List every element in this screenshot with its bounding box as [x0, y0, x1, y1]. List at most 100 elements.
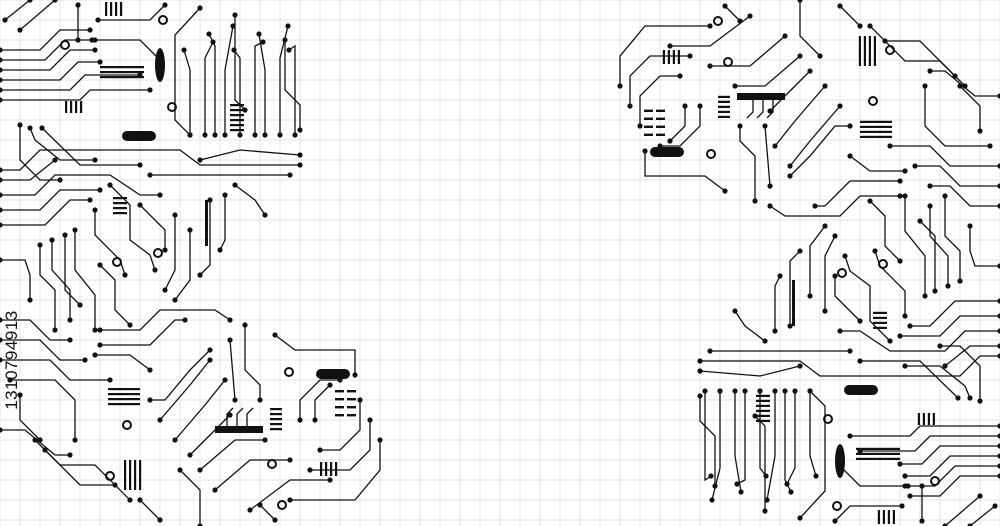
circuit-trace	[789, 125, 850, 177]
trace-pad	[967, 395, 973, 401]
trace-pad	[952, 73, 958, 79]
trace-pad	[0, 192, 3, 198]
circuit-trace	[930, 185, 1000, 207]
trace-pad	[327, 477, 333, 483]
trace-pad	[72, 437, 78, 443]
circuit-trace	[174, 7, 201, 136]
circuit-trace	[910, 300, 1000, 327]
trace-pad	[734, 481, 740, 487]
circuit-trace	[774, 85, 826, 147]
trace-pad	[7, 377, 13, 383]
circuit-trace	[736, 391, 746, 485]
via-ring	[158, 15, 168, 25]
circuit-trace	[19, 395, 41, 441]
circuit-trace	[734, 391, 742, 493]
trace-pad	[813, 473, 819, 479]
trace-pad	[257, 397, 263, 403]
circuit-trace	[711, 391, 721, 501]
trace-pad	[937, 343, 943, 349]
trace-pad	[977, 128, 983, 134]
trace-pad	[997, 203, 1000, 209]
trace-pad	[67, 337, 73, 343]
pin-dashes	[347, 414, 356, 417]
circuit-trace	[774, 275, 781, 331]
pin-bars	[100, 66, 144, 69]
circuit-trace	[64, 235, 81, 306]
pin-bars	[887, 510, 890, 524]
pin-bars	[858, 36, 861, 66]
circuit-trace	[840, 330, 1000, 352]
circuit-trace	[229, 339, 236, 401]
circuit-trace	[100, 319, 185, 346]
trace-pad	[256, 31, 262, 37]
chip-bar	[737, 93, 785, 100]
circuit-trace	[699, 396, 716, 486]
trace-pad	[732, 83, 738, 89]
trace-pad	[75, 37, 81, 43]
trace-pad	[207, 347, 213, 353]
pin-dashes	[644, 125, 653, 128]
pin-bars	[124, 460, 127, 490]
trace-pad	[857, 318, 863, 324]
circuit-trace	[290, 440, 381, 501]
trace-pad	[297, 162, 303, 168]
circuit-trace	[99, 264, 131, 326]
trace-pad	[0, 207, 3, 213]
circuit-trace	[660, 106, 701, 147]
trace-pad	[312, 417, 318, 423]
circuit-trace	[0, 189, 100, 211]
circuit-trace	[710, 35, 786, 67]
trace-pad	[738, 489, 744, 495]
pin-bars	[108, 398, 140, 401]
circuit-trace	[234, 15, 246, 111]
trace-pad	[187, 227, 193, 233]
trace-pad	[902, 363, 908, 369]
circuit-trace	[4, 0, 31, 21]
pin-bars	[325, 462, 328, 476]
trace-pad	[752, 413, 758, 419]
circuit-trace	[258, 33, 266, 135]
trace-pad	[212, 132, 218, 138]
circuit-trace	[95, 39, 161, 61]
circuit-trace	[799, 390, 826, 519]
trace-pad	[987, 143, 993, 149]
circuit-trace	[639, 75, 680, 126]
circuit-trace	[915, 165, 1000, 187]
trace-pad	[697, 103, 703, 109]
trace-pad	[242, 322, 248, 328]
circuit-trace	[199, 149, 301, 161]
trace-pad	[747, 13, 753, 19]
trace-pad	[172, 437, 178, 443]
trace-pad	[262, 212, 268, 218]
trace-pad	[52, 327, 58, 333]
trace-pad	[206, 31, 212, 37]
trace-pad	[717, 388, 723, 394]
pin-bars	[667, 50, 670, 64]
circuit-trace	[839, 5, 861, 27]
trace-pad	[72, 227, 78, 233]
via-ring	[868, 96, 878, 106]
circuit-trace	[0, 319, 70, 341]
pin-bars	[100, 76, 144, 79]
pin-bars	[860, 125, 892, 128]
trace-pad	[997, 463, 1000, 469]
trace-pad	[902, 193, 908, 199]
chip-pill	[316, 369, 350, 379]
circuit-trace	[735, 55, 801, 87]
pin-bars	[80, 101, 83, 113]
pin-bars	[756, 404, 770, 407]
trace-pad	[17, 27, 23, 33]
trace-pad	[762, 123, 768, 129]
circuit-trace	[41, 127, 140, 166]
trace-pad	[0, 317, 3, 323]
via-ring	[832, 501, 842, 511]
trace-pad	[162, 2, 168, 8]
pin-bars	[230, 124, 244, 127]
trace-pad	[49, 237, 55, 243]
pin-bars	[134, 460, 137, 490]
trace-pad	[927, 68, 933, 74]
trace-pad	[62, 232, 68, 238]
trace-pad	[277, 132, 283, 138]
circuit-trace	[669, 106, 686, 142]
circuit-trace	[204, 41, 214, 135]
